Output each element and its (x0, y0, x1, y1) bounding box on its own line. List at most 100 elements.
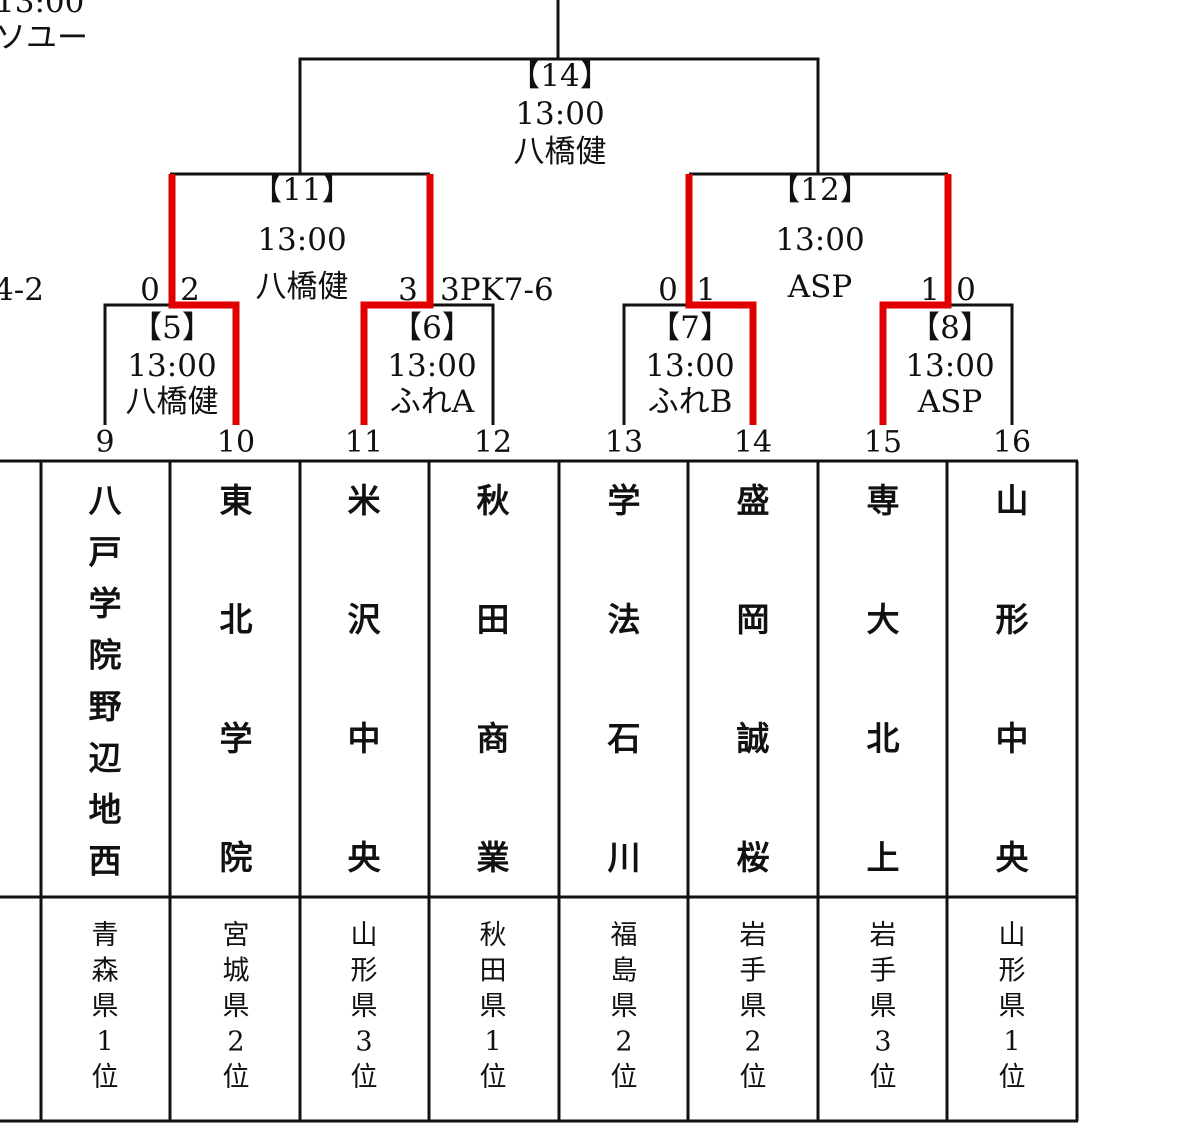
prefecture-char: 位 (223, 1062, 250, 1093)
prefecture-char: 県 (351, 991, 378, 1022)
match-6-time: 13:00 (387, 348, 476, 384)
team-name-char: 業 (477, 838, 510, 877)
prefecture-char: 3 (355, 1027, 372, 1058)
prefecture-char: 城 (223, 956, 250, 987)
match-12-time: 13:00 (775, 222, 864, 258)
team-table (0, 459, 1079, 1123)
prefecture-char: 県 (480, 991, 507, 1022)
team-prefecture-seed: 岩手県 2 位 (740, 920, 767, 1093)
team-name-char: 形 (996, 600, 1029, 639)
team-entries: 八戸学院野辺地西青森県1位東北学院宮城県2位米沢中央山形県3位秋田商業秋田県1位… (89, 481, 1030, 1093)
prefecture-char: 県 (740, 991, 767, 1022)
prefecture-char: 形 (351, 956, 378, 987)
team-name-char: 誠 (737, 719, 770, 758)
match-5-label: 【5】 (131, 310, 213, 346)
match-7-score-left: 0 (658, 272, 678, 308)
team-name-char: 戸 (89, 533, 122, 572)
partial-match-venue: ソユー (0, 20, 88, 56)
team-name-char: 盛 (737, 481, 770, 520)
advance-path-15 (879, 174, 952, 425)
match-6-venue: ふれA (390, 384, 475, 420)
prefecture-char: 青 (92, 920, 119, 951)
team-name-char: 商 (477, 719, 510, 758)
advance-path-11 (360, 174, 434, 425)
match-12-venue: ASP (787, 269, 852, 305)
match-6-right (430, 303, 495, 425)
prefecture-char: 宮 (223, 920, 250, 951)
match-14-line (298, 57, 820, 174)
team-name-char: 学 (220, 719, 253, 758)
match-8-time: 13:00 (905, 348, 994, 384)
prefecture-char: 位 (480, 1062, 507, 1093)
prefecture-char: 位 (999, 1062, 1026, 1093)
advance-path-14 (685, 174, 757, 425)
match-5-time: 13:00 (127, 348, 216, 384)
slot-number: 13 (605, 425, 643, 460)
team-name-char: 石 (607, 719, 641, 758)
match-5-venue: 八橋健 (126, 384, 219, 420)
team-name-char: 専 (867, 481, 900, 520)
prefecture-char: 岩 (740, 920, 767, 951)
prefecture-char: 位 (92, 1062, 119, 1093)
prefecture-char: 1 (484, 1027, 501, 1058)
team-name-char: 岡 (737, 600, 770, 639)
team-name-char: 沢 (348, 600, 382, 639)
prefecture-char: 位 (351, 1062, 378, 1093)
match-8-label: 【8】 (909, 310, 991, 346)
prefecture-char: 手 (740, 956, 767, 987)
team-name-char: 北 (867, 719, 900, 758)
match-7-label: 【7】 (649, 310, 731, 346)
prefecture-char: 2 (744, 1027, 761, 1058)
team-name-char: 田 (477, 600, 510, 639)
prefecture-char: 位 (740, 1062, 767, 1093)
match-8-venue: ASP (917, 384, 982, 420)
prefecture-char: 県 (611, 991, 638, 1022)
match-14: 【14】 13:00 八橋健 (509, 58, 610, 170)
match-12: 【12】 13:00 ASP 1 1 (696, 172, 940, 308)
match-8-score-right: 0 (956, 272, 976, 308)
advance-path-10 (168, 174, 240, 425)
slot-number: 16 (993, 425, 1031, 460)
slot-numbers: 9 10 11 12 13 14 15 16 (95, 425, 1031, 460)
match-12-label: 【12】 (769, 172, 870, 208)
match-14-venue: 八橋健 (514, 134, 607, 170)
match-11: 【11】 13:00 八橋健 2 3 3PK7-6 (180, 172, 554, 308)
team-name-char: 法 (608, 600, 641, 639)
team-name-char: 大 (867, 600, 900, 639)
team-name-char: 野 (89, 687, 122, 726)
prefecture-char: 県 (999, 991, 1026, 1022)
match-7-left (622, 303, 689, 425)
match-8-right (948, 303, 1014, 425)
slot-number: 10 (217, 425, 255, 460)
partial-match-time: 13:00 (0, 0, 84, 20)
slot-number: 11 (345, 425, 383, 460)
team-name-char: 川 (608, 838, 641, 877)
prefecture-char: 田 (480, 956, 507, 987)
match-14-time: 13:00 (515, 96, 604, 132)
match-8: 0 【8】 13:00 ASP (905, 272, 994, 420)
prefecture-char: 位 (870, 1062, 897, 1093)
team-name-char: 辺 (89, 739, 122, 778)
team-name-char: 央 (996, 838, 1030, 877)
match-11-pk-note: 3PK7-6 (440, 272, 554, 308)
team-name-char: 山 (996, 481, 1029, 520)
prefecture-char: 県 (223, 991, 250, 1022)
team-name-char: 上 (867, 838, 900, 877)
match-6-label: 【6】 (391, 310, 473, 346)
team-name-char: 秋 (477, 481, 510, 520)
prefecture-char: 県 (92, 991, 119, 1022)
prefecture-char: 島 (611, 956, 638, 987)
match-12-score-left: 1 (696, 272, 716, 308)
slot-number: 9 (95, 425, 114, 460)
